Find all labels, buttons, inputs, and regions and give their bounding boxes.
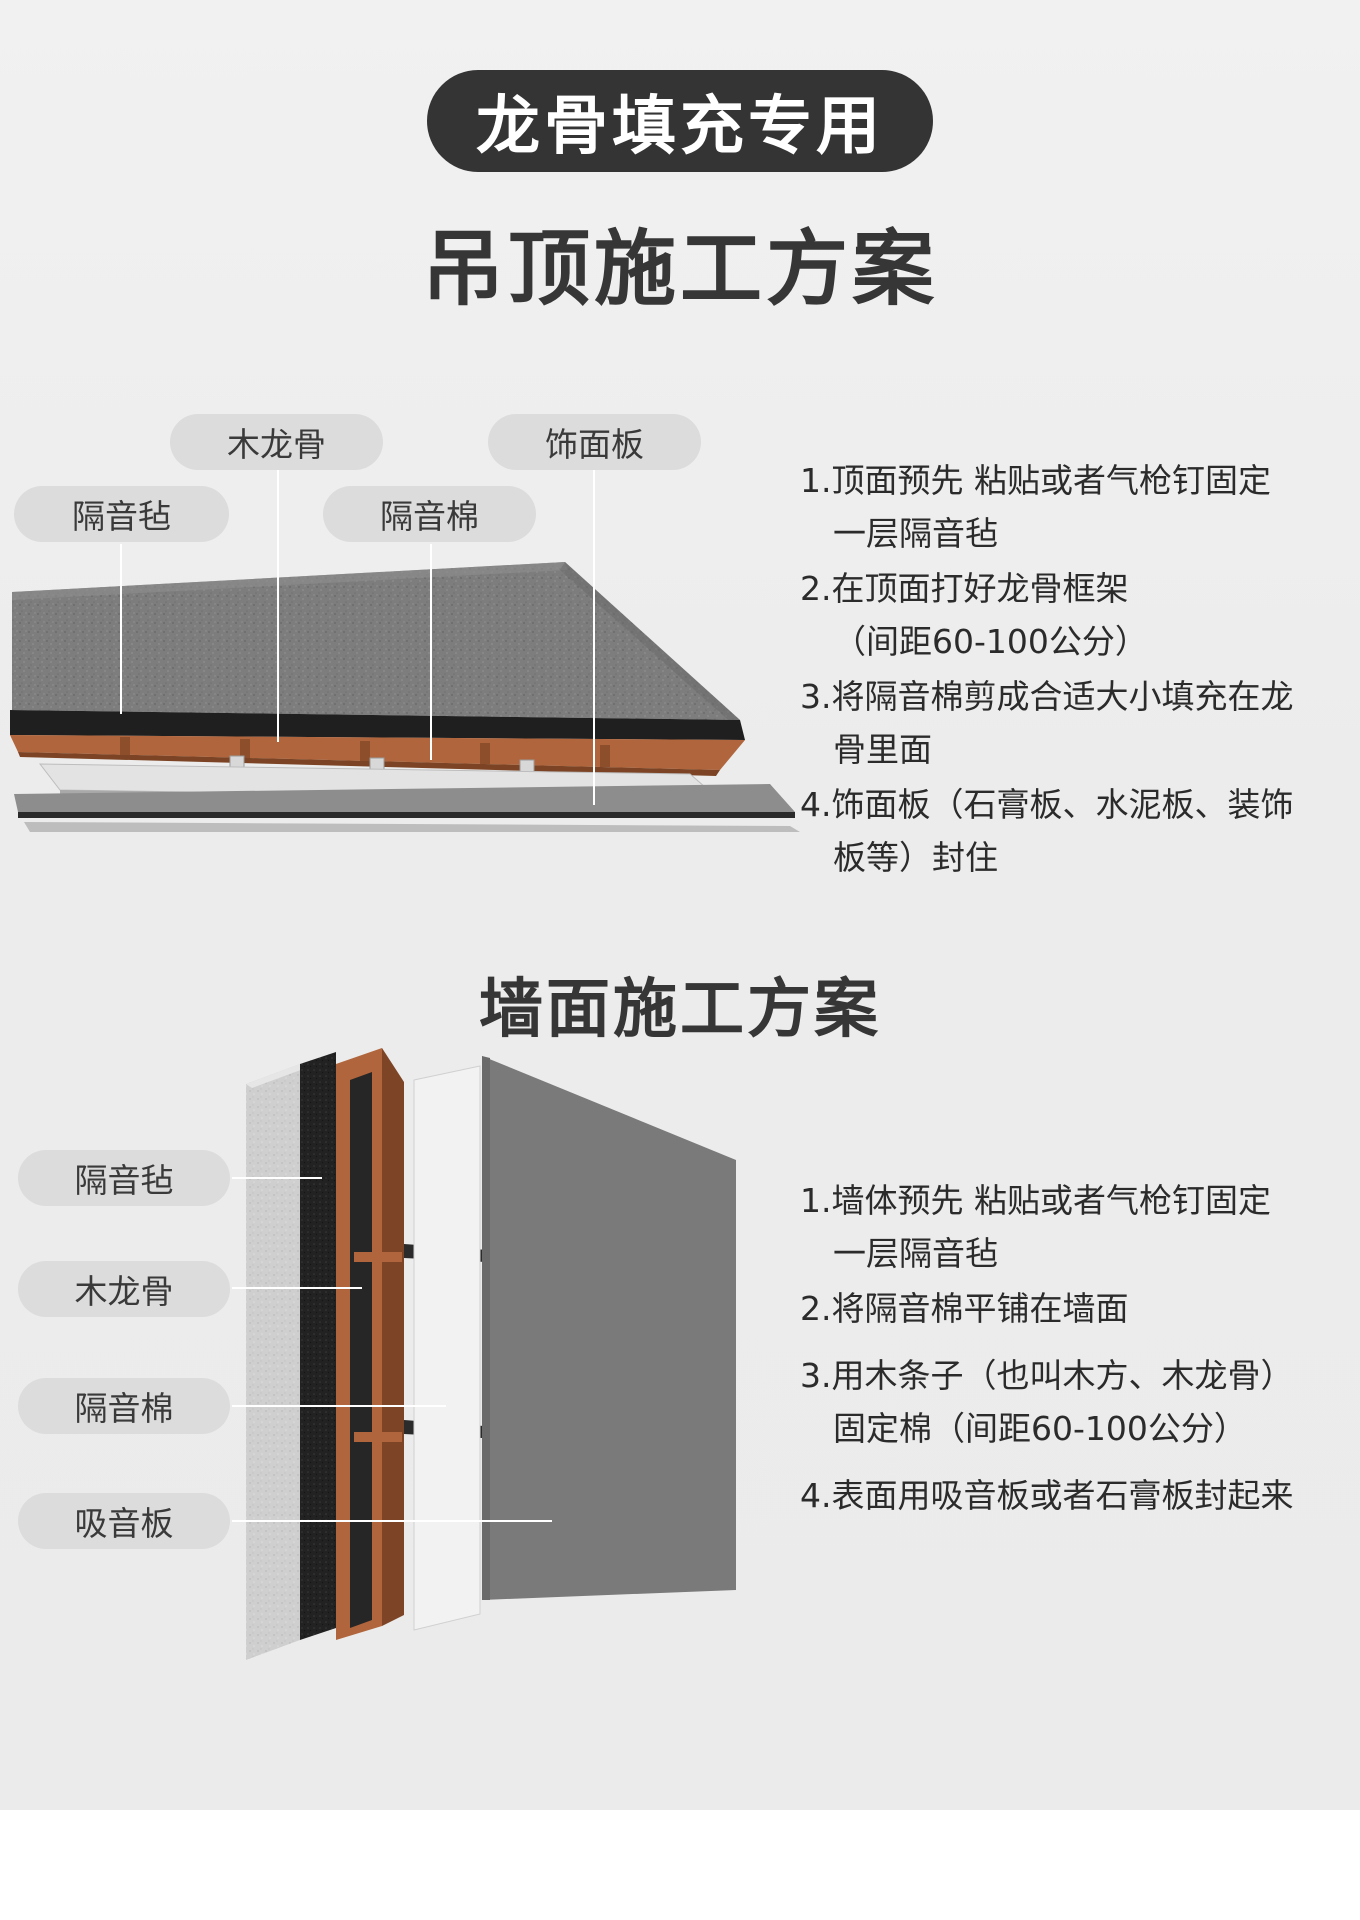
- wall-step: 2.将隔音棉平铺在墙面: [800, 1289, 1129, 1328]
- wall-felt-layer: [300, 1052, 336, 1640]
- ceiling-label-sound-cotton: 隔音棉: [323, 486, 536, 542]
- ceiling-step: 1.顶面预先 粘贴或者气枪钉固定一层隔音毡: [800, 461, 1271, 553]
- wall-step: 3.用木条子（也叫木方、木龙骨）固定棉（间距60-100公分）: [800, 1356, 1294, 1448]
- ceiling-label-facing-board: 饰面板: [488, 414, 701, 470]
- ceiling-facing-board: [14, 784, 795, 812]
- ceiling-top-block: [12, 562, 740, 720]
- wall-steps: 1.墙体预先 粘贴或者气枪钉固定一层隔音毡 2.将隔音棉平铺在墙面 3.用木条子…: [800, 1174, 1360, 1524]
- wall-heading: 墙面施工方案: [479, 973, 881, 1047]
- wall-absorb-board: [482, 1056, 736, 1600]
- wall-base: [246, 1064, 300, 1660]
- wall-cotton-layer: [413, 1065, 481, 1631]
- wall-step: 1.墙体预先 粘贴或者气枪钉固定一层隔音毡: [800, 1181, 1271, 1273]
- wall-label-sound-cotton: 隔音棉: [18, 1378, 230, 1434]
- wall-step: 4.表面用吸音板或者石膏板封起来: [800, 1476, 1294, 1515]
- ceiling-step: 4.饰面板（石膏板、水泥板、装饰板等）封住: [800, 785, 1294, 877]
- ceiling-heading: 吊顶施工方案: [421, 222, 938, 317]
- ceiling-step: 2.在顶面打好龙骨框架（间距60-100公分）: [800, 569, 1148, 661]
- wall-wood-keel: [336, 1048, 404, 1640]
- ceiling-wood-keel: [10, 735, 745, 770]
- wall-label-absorb-board: 吸音板: [18, 1493, 230, 1549]
- ceiling-label-sound-felt: 隔音毡: [14, 486, 229, 542]
- ceiling-steps: 1.顶面预先 粘贴或者气枪钉固定一层隔音毡 2.在顶面打好龙骨框架（间距60-1…: [800, 454, 1360, 886]
- badge-title: 龙骨填充专用: [427, 70, 933, 172]
- ceiling-step: 3.将隔音棉剪成合适大小填充在龙骨里面: [800, 677, 1294, 769]
- ceiling-label-wood-keel: 木龙骨: [170, 414, 383, 470]
- ceiling-felt-layer: [10, 710, 745, 740]
- wall-label-wood-keel: 木龙骨: [18, 1261, 230, 1317]
- wall-label-sound-felt: 隔音毡: [18, 1150, 230, 1206]
